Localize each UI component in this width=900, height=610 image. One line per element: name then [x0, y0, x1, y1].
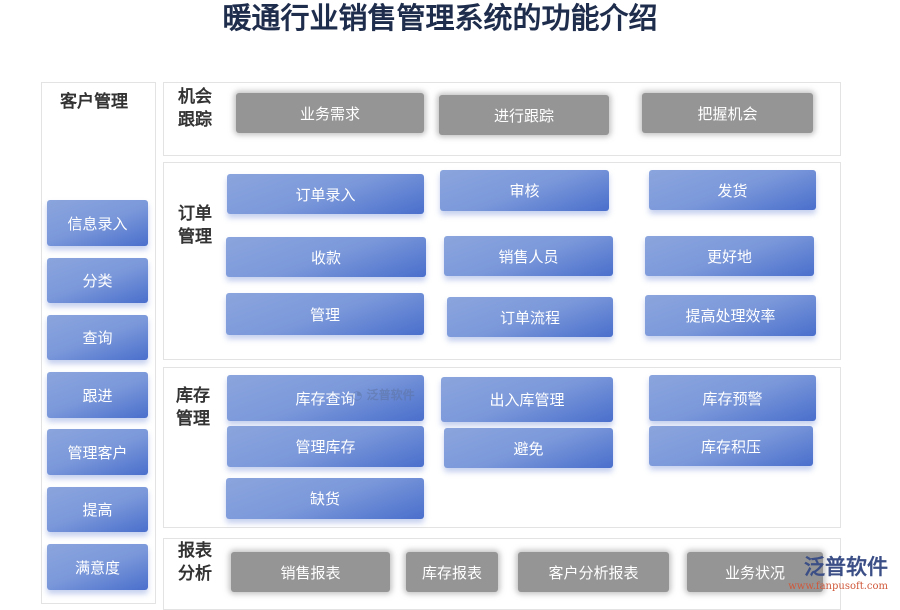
- opportunity-label: 机会跟踪: [178, 87, 212, 130]
- customer-item[interactable]: 管理客户: [47, 429, 148, 475]
- inventory-label: 库存管理: [176, 386, 210, 429]
- page-title: 暖通行业销售管理系统的功能介绍: [222, 1, 658, 35]
- order-label: 订单管理: [178, 204, 212, 247]
- customer-item[interactable]: 查询: [47, 315, 148, 360]
- report-item[interactable]: 销售报表: [231, 552, 390, 592]
- order-item[interactable]: 发货: [649, 170, 816, 210]
- watermark-brand: 泛普软件: [804, 555, 888, 579]
- inventory-item[interactable]: 避免: [444, 428, 613, 468]
- report-label: 报表分析: [178, 541, 212, 584]
- customer-item[interactable]: 分类: [47, 258, 148, 303]
- watermark-logo: 泛普软件 www.fanpusoft.com: [788, 551, 888, 592]
- order-item[interactable]: 销售人员: [444, 236, 613, 276]
- opportunity-item[interactable]: 业务需求: [236, 93, 424, 133]
- customer-item[interactable]: 跟进: [47, 372, 148, 418]
- report-item[interactable]: 库存报表: [406, 552, 498, 592]
- opportunity-item[interactable]: 进行跟踪: [439, 95, 609, 135]
- order-item[interactable]: 审核: [440, 170, 609, 211]
- watermark-logo-faint: ◔ 泛普软件: [352, 388, 415, 402]
- inventory-item[interactable]: 库存查询: [227, 375, 424, 421]
- order-item[interactable]: 更好地: [645, 236, 814, 276]
- customer-item[interactable]: 满意度: [47, 544, 148, 590]
- inventory-item[interactable]: 出入库管理: [441, 377, 613, 422]
- customer-item[interactable]: 信息录入: [47, 200, 148, 246]
- order-item[interactable]: 订单流程: [447, 297, 613, 337]
- inventory-item[interactable]: 管理库存: [227, 426, 424, 467]
- watermark-url: www.fanpusoft.com: [788, 581, 888, 592]
- inventory-item[interactable]: 库存积压: [649, 426, 813, 466]
- inventory-item[interactable]: 库存预警: [649, 375, 816, 421]
- inventory-item[interactable]: 缺货: [226, 478, 424, 519]
- customer-item[interactable]: 提高: [47, 487, 148, 532]
- order-item[interactable]: 订单录入: [227, 174, 424, 214]
- opportunity-item[interactable]: 把握机会: [642, 93, 813, 133]
- order-item[interactable]: 提高处理效率: [645, 295, 816, 336]
- customer-label: 客户管理: [60, 92, 128, 112]
- order-item[interactable]: 管理: [226, 293, 424, 335]
- report-item[interactable]: 业务状况: [687, 552, 823, 592]
- report-item[interactable]: 客户分析报表: [518, 552, 669, 592]
- order-item[interactable]: 收款: [226, 237, 426, 277]
